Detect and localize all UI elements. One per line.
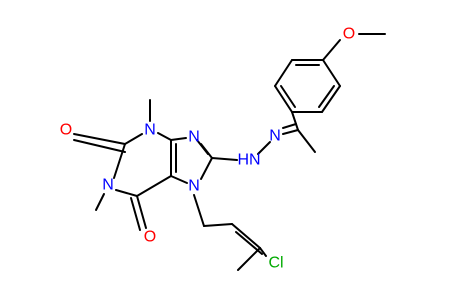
- c2-o-bond: [73, 133, 126, 145]
- n9-c4-bond: [170, 137, 187, 141]
- atom-n1: N: [102, 177, 114, 194]
- methoxy-o-ring-bond: [322, 39, 341, 61]
- c2-o-double-bond: [73, 139, 126, 153]
- imine-cn-bond: [282, 129, 299, 135]
- c2-n1-bond: [113, 143, 126, 179]
- ring-bond: [274, 59, 293, 87]
- c6-o-bond: [136, 195, 147, 229]
- atom-n-imidazole-top: N: [188, 129, 200, 146]
- c8-n9-double-bond: [196, 139, 209, 155]
- atom-o-c6: O: [144, 229, 156, 246]
- ch-c-bond: [231, 223, 261, 249]
- atom-n7: N: [188, 178, 200, 195]
- c5-n7-bond: [170, 175, 188, 184]
- atom-o-c2: O: [60, 122, 72, 139]
- atom-cl: Cl: [268, 255, 283, 272]
- c-cl-bond: [259, 247, 267, 257]
- ring-to-imine-carbon-bond: [291, 111, 299, 131]
- ring-double-bond: [318, 85, 335, 108]
- atom-n-hydrazone-imine: N: [269, 128, 281, 145]
- c-methyl-bond: [237, 247, 261, 271]
- ring-double-bond: [280, 85, 296, 108]
- imine-methyl-bond: [297, 129, 316, 153]
- n-n-bond: [257, 141, 271, 155]
- nh-c8-bond: [211, 157, 238, 161]
- bonds: [73, 33, 386, 271]
- atom-labels: O N HN N N N N O O Cl: [60, 26, 355, 272]
- n1-c6-bond: [115, 189, 138, 197]
- c4-n3-bond: [157, 132, 172, 141]
- c6-o-double-bond: [130, 197, 141, 231]
- n1-methyl-bond: [95, 193, 105, 211]
- c6-c5-bond: [136, 175, 172, 197]
- atom-n-hydrazone-nh: HN: [237, 152, 260, 169]
- atom-o-methoxy: O: [343, 26, 355, 43]
- c8-n7-bond: [200, 157, 213, 180]
- ch2-ch-bond: [203, 223, 233, 227]
- ring-bond: [274, 85, 293, 113]
- ring-bond: [322, 59, 341, 87]
- atom-n3: N: [144, 122, 156, 139]
- n3-c2-bond: [124, 133, 143, 145]
- n7-ch2-bond: [193, 194, 205, 227]
- imine-cn-double-bond: [282, 123, 297, 129]
- ring-bond: [321, 85, 341, 113]
